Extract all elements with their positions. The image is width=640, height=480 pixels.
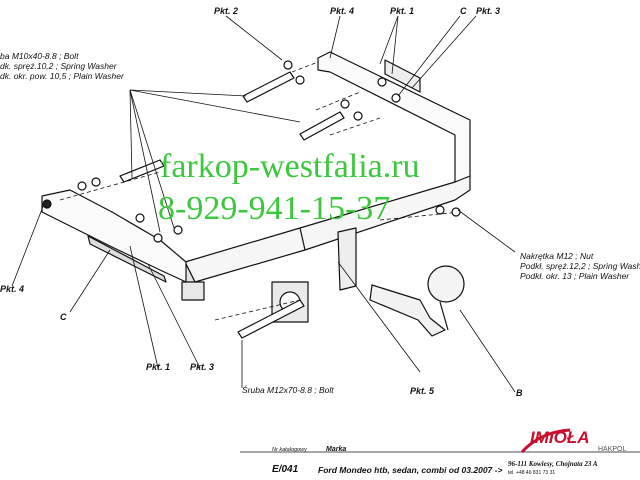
watermark-phone: 8-929-941-15-37: [158, 190, 391, 227]
company-phone: tel. +48 46 831 73 31: [508, 470, 556, 476]
bolt-legend: ba M10x40-8.8 ; Bolt dk. spręż.10,2 ; Sp…: [0, 51, 124, 81]
label-c-left: C: [60, 312, 67, 322]
brand-label: Marka: [326, 446, 347, 453]
left-clamp-plate: [87, 235, 167, 283]
imiola-logo: IMIOŁA HAKPOL: [520, 426, 640, 456]
beam-end-section: [181, 281, 205, 301]
logo-swoosh: [520, 428, 571, 454]
bolt-legend-line-3: dk. okr. pow. 10,5 ; Plain Washer: [0, 70, 124, 81]
left-bracket-bolt: [42, 199, 52, 209]
right-bracket: [317, 51, 471, 183]
vehicle-model: Ford Mondeo htb, sedan, combi od 03.2007…: [318, 465, 503, 475]
company-address: 96-111 Kowiesy, Chojnata 23 A: [508, 460, 598, 468]
catalog-number: E/041: [272, 464, 299, 475]
label-pkt5-bottom: Pkt. 5: [410, 386, 435, 396]
label-pkt4-top: Pkt. 4: [330, 6, 355, 16]
bolt-4: [237, 299, 305, 339]
brand-name: IMIOŁA: [530, 428, 590, 447]
label-pkt4-left: Pkt. 4: [0, 284, 25, 294]
nut-legend-line-1: Nakrętka M12 ; Nut: [520, 251, 594, 261]
label-pkt3-bottom: Pkt. 3: [190, 362, 215, 372]
ball-mount-neck: [369, 284, 446, 337]
bolt-1: [242, 71, 295, 103]
crossbar-beam: [184, 174, 471, 283]
nut-legend-line-2: Podkł. spręż.12,2 ; Spring Wash: [520, 260, 640, 271]
label-bolt-bottom: Śruba M12x70-8.8 ; Bolt: [242, 385, 334, 395]
label-pkt1-top: Pkt. 1: [390, 6, 415, 16]
tow-ball: [427, 265, 465, 303]
label-pkt1-bottom: Pkt. 1: [146, 362, 171, 372]
bolt-legend-line-2: dk. spręż.10,2 ; Spring Washer: [0, 60, 117, 71]
nut-legend: Nakrętka M12 ; Nut Podkł. spręż.12,2 ; S…: [520, 251, 640, 281]
central-bracket: [337, 227, 357, 291]
label-c-top: C: [460, 6, 467, 16]
right-plate-c: [384, 59, 421, 93]
bolt-2: [299, 111, 345, 141]
catalog-number-label: Nr katalogowy: [272, 447, 307, 453]
left-bracket: [41, 189, 187, 283]
nut-legend-line-3: Podkł. okr. 13 ; Plain Washer: [520, 270, 630, 281]
label-b-right: B: [516, 388, 523, 398]
watermark-site: farkop-westfalia.ru: [160, 148, 420, 185]
bolt-3: [119, 159, 165, 183]
bolt-legend-line-1: ba M10x40-8.8 ; Bolt: [0, 51, 79, 61]
label-pkt3-top: Pkt. 3: [476, 6, 501, 16]
brand-subtitle: HAKPOL: [598, 446, 627, 453]
label-pkt2-top: Pkt. 2: [214, 6, 239, 16]
